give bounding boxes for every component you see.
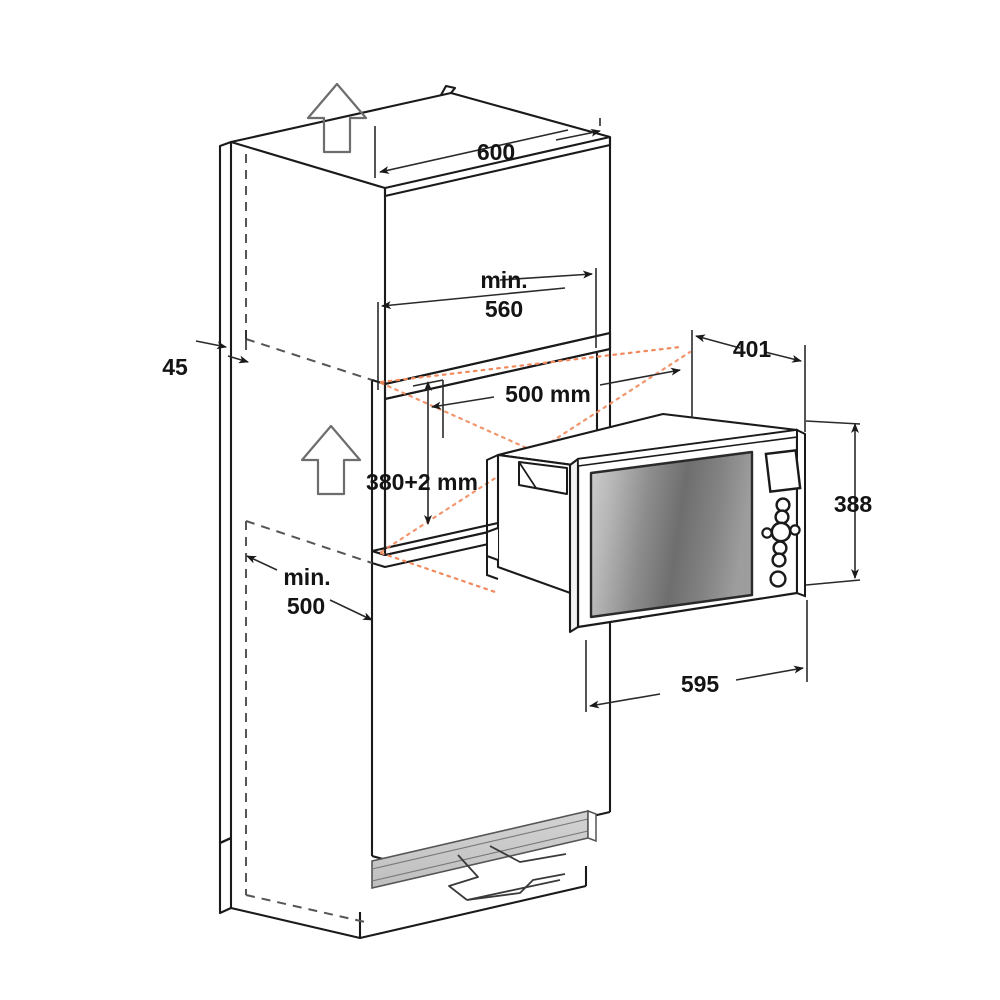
dim-600-label: 600 — [477, 139, 515, 165]
dimline-595-left — [589, 693, 661, 709]
upper-cabinet-top-notch — [440, 84, 457, 96]
hidden-lower-bottom-rear — [245, 894, 366, 923]
niche-left-jamb — [370, 378, 387, 557]
dim-401-label: 401 — [733, 336, 772, 362]
dimline-560-right — [499, 270, 593, 281]
microwave-rear-foot — [486, 556, 499, 580]
dim-min500-min-label: min. — [283, 564, 330, 590]
dim-560-min-label: min. — [480, 267, 527, 293]
dimline-401-left — [695, 334, 741, 349]
dimline-600-left — [379, 129, 569, 174]
airflow-arrow-middle — [300, 424, 362, 517]
niche-rear-top — [384, 347, 611, 401]
dimline-45 — [195, 340, 227, 350]
plinth-airflow-callout — [448, 845, 567, 901]
dim-45-label: 45 — [162, 354, 188, 380]
door-edge-thickness — [568, 457, 580, 634]
dimline-595-right — [735, 665, 804, 681]
digital-display — [764, 449, 802, 493]
guide-bottom-left-diagonal — [379, 350, 692, 554]
knob-nub-left — [761, 527, 773, 539]
cabinet-left-back-panel — [218, 140, 233, 845]
dimline-401-right — [764, 351, 802, 363]
plinth-ventilation-grille — [371, 809, 597, 890]
dim-500mm-label: 500 mm — [505, 381, 591, 407]
hidden-lower-top-rear — [245, 520, 373, 564]
hidden-upper-bottom-rear — [245, 338, 373, 381]
dimline-500mm-right — [599, 367, 681, 386]
microwave-rear-notch — [486, 527, 499, 561]
rotary-selector-knob[interactable] — [770, 521, 792, 543]
guide-top-left-to-appliance-top — [379, 345, 682, 384]
dim-560-label: 560 — [485, 296, 523, 322]
dim-388-label: 388 — [834, 491, 873, 517]
fascia-right-thickness — [796, 428, 806, 598]
dimline-600-right — [555, 128, 601, 141]
built-in-microwave-oven[interactable] — [486, 412, 806, 634]
button-2[interactable] — [774, 509, 790, 525]
knob-nub-right — [789, 524, 801, 536]
start-button[interactable] — [769, 570, 787, 588]
plinth-left-riser — [360, 856, 372, 912]
dimension-lines — [195, 118, 861, 712]
plinth-left-return — [230, 906, 362, 940]
upper-cabinet-front-face — [383, 137, 612, 386]
leader-min500-right — [329, 599, 373, 621]
side-vent-louvre — [518, 461, 568, 495]
dim-595-label: 595 — [681, 671, 720, 697]
button-4[interactable] — [771, 552, 787, 568]
microwave-rear-edge — [486, 454, 499, 532]
plinth-bottom-front — [359, 884, 587, 940]
tinted-viewing-window — [589, 450, 754, 619]
upper-cabinet-top — [229, 91, 612, 190]
ext-388-bottom — [805, 579, 861, 586]
microwave-door[interactable] — [589, 450, 754, 619]
control-panel[interactable] — [761, 449, 802, 588]
dim-380-label: 380+2 mm — [366, 469, 478, 495]
leader-min500-left — [246, 555, 278, 571]
lower-cabinet-left-panel-bottom — [218, 836, 233, 915]
guide-floor-to-appliance-foot — [379, 551, 500, 595]
ext-380-top — [412, 379, 444, 387]
dimline-45-inner — [227, 355, 249, 364]
dimline-500mm-left — [431, 396, 495, 410]
ext-388-top — [805, 420, 861, 425]
airflow-arrow-top — [306, 82, 368, 175]
dimline-560-left — [381, 287, 566, 310]
hidden-edges — [245, 154, 373, 923]
dim-min500-label: 500 — [287, 593, 325, 619]
